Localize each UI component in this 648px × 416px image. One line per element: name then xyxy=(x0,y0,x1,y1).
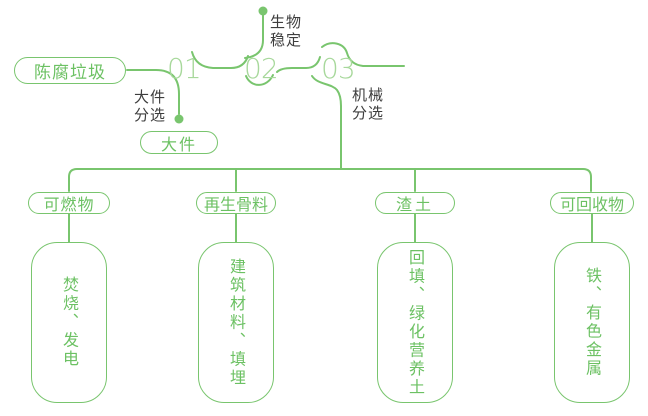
bulky-output-node: 大件 xyxy=(140,131,218,154)
step-03-number: 03 xyxy=(321,52,356,85)
output-column-recycled-aggregate: 再生骨料 建筑材料、填埋 xyxy=(186,192,286,403)
detail-box: 回填、绿化营养土 xyxy=(377,242,453,403)
connector-dot xyxy=(174,114,184,124)
detail-box: 建筑材料、填埋 xyxy=(198,242,274,403)
detail-text: 铁、有色金属 xyxy=(583,267,602,378)
distribution-bar xyxy=(68,168,592,192)
step-01-number: 01 xyxy=(167,52,202,85)
flow-line-03-exit xyxy=(321,42,405,67)
output-column-combustibles: 可燃物 焚烧、发电 xyxy=(19,192,119,403)
detail-box: 焚烧、发电 xyxy=(31,242,107,403)
flow-line-source xyxy=(126,69,180,115)
source-label: 陈腐垃圾 xyxy=(34,63,106,83)
bulky-output-label: 大件 xyxy=(160,134,197,154)
source-node: 陈腐垃圾 xyxy=(14,57,126,84)
output-column-muck: 渣土 回填、绿化营养土 xyxy=(365,192,465,403)
flow-line-02-underarc xyxy=(245,74,274,86)
category-pill: 再生骨料 xyxy=(196,192,276,214)
category-pill: 可燃物 xyxy=(28,192,110,214)
detail-text: 建筑材料、填埋 xyxy=(227,257,246,388)
category-pill: 渣土 xyxy=(375,192,455,214)
step-02-number: 02 xyxy=(244,52,279,85)
flow-line-01-02 xyxy=(191,51,249,69)
flow-line-02-riser xyxy=(244,13,264,59)
category-pill: 可回收物 xyxy=(550,192,634,214)
detail-box: 铁、有色金属 xyxy=(554,242,630,403)
step-01-label: 大件 分选 xyxy=(134,88,167,124)
step-02-label: 生物 稳定 xyxy=(270,13,303,49)
flow-line-02-03 xyxy=(276,56,321,73)
flow-line-03-down xyxy=(311,75,342,170)
detail-text: 焚烧、发电 xyxy=(60,276,79,369)
output-column-recyclables: 可回收物 铁、有色金属 xyxy=(542,192,642,403)
step-03-label: 机械 分选 xyxy=(352,86,385,122)
detail-text: 回填、绿化营养土 xyxy=(406,248,425,397)
connector-dot xyxy=(258,6,268,16)
